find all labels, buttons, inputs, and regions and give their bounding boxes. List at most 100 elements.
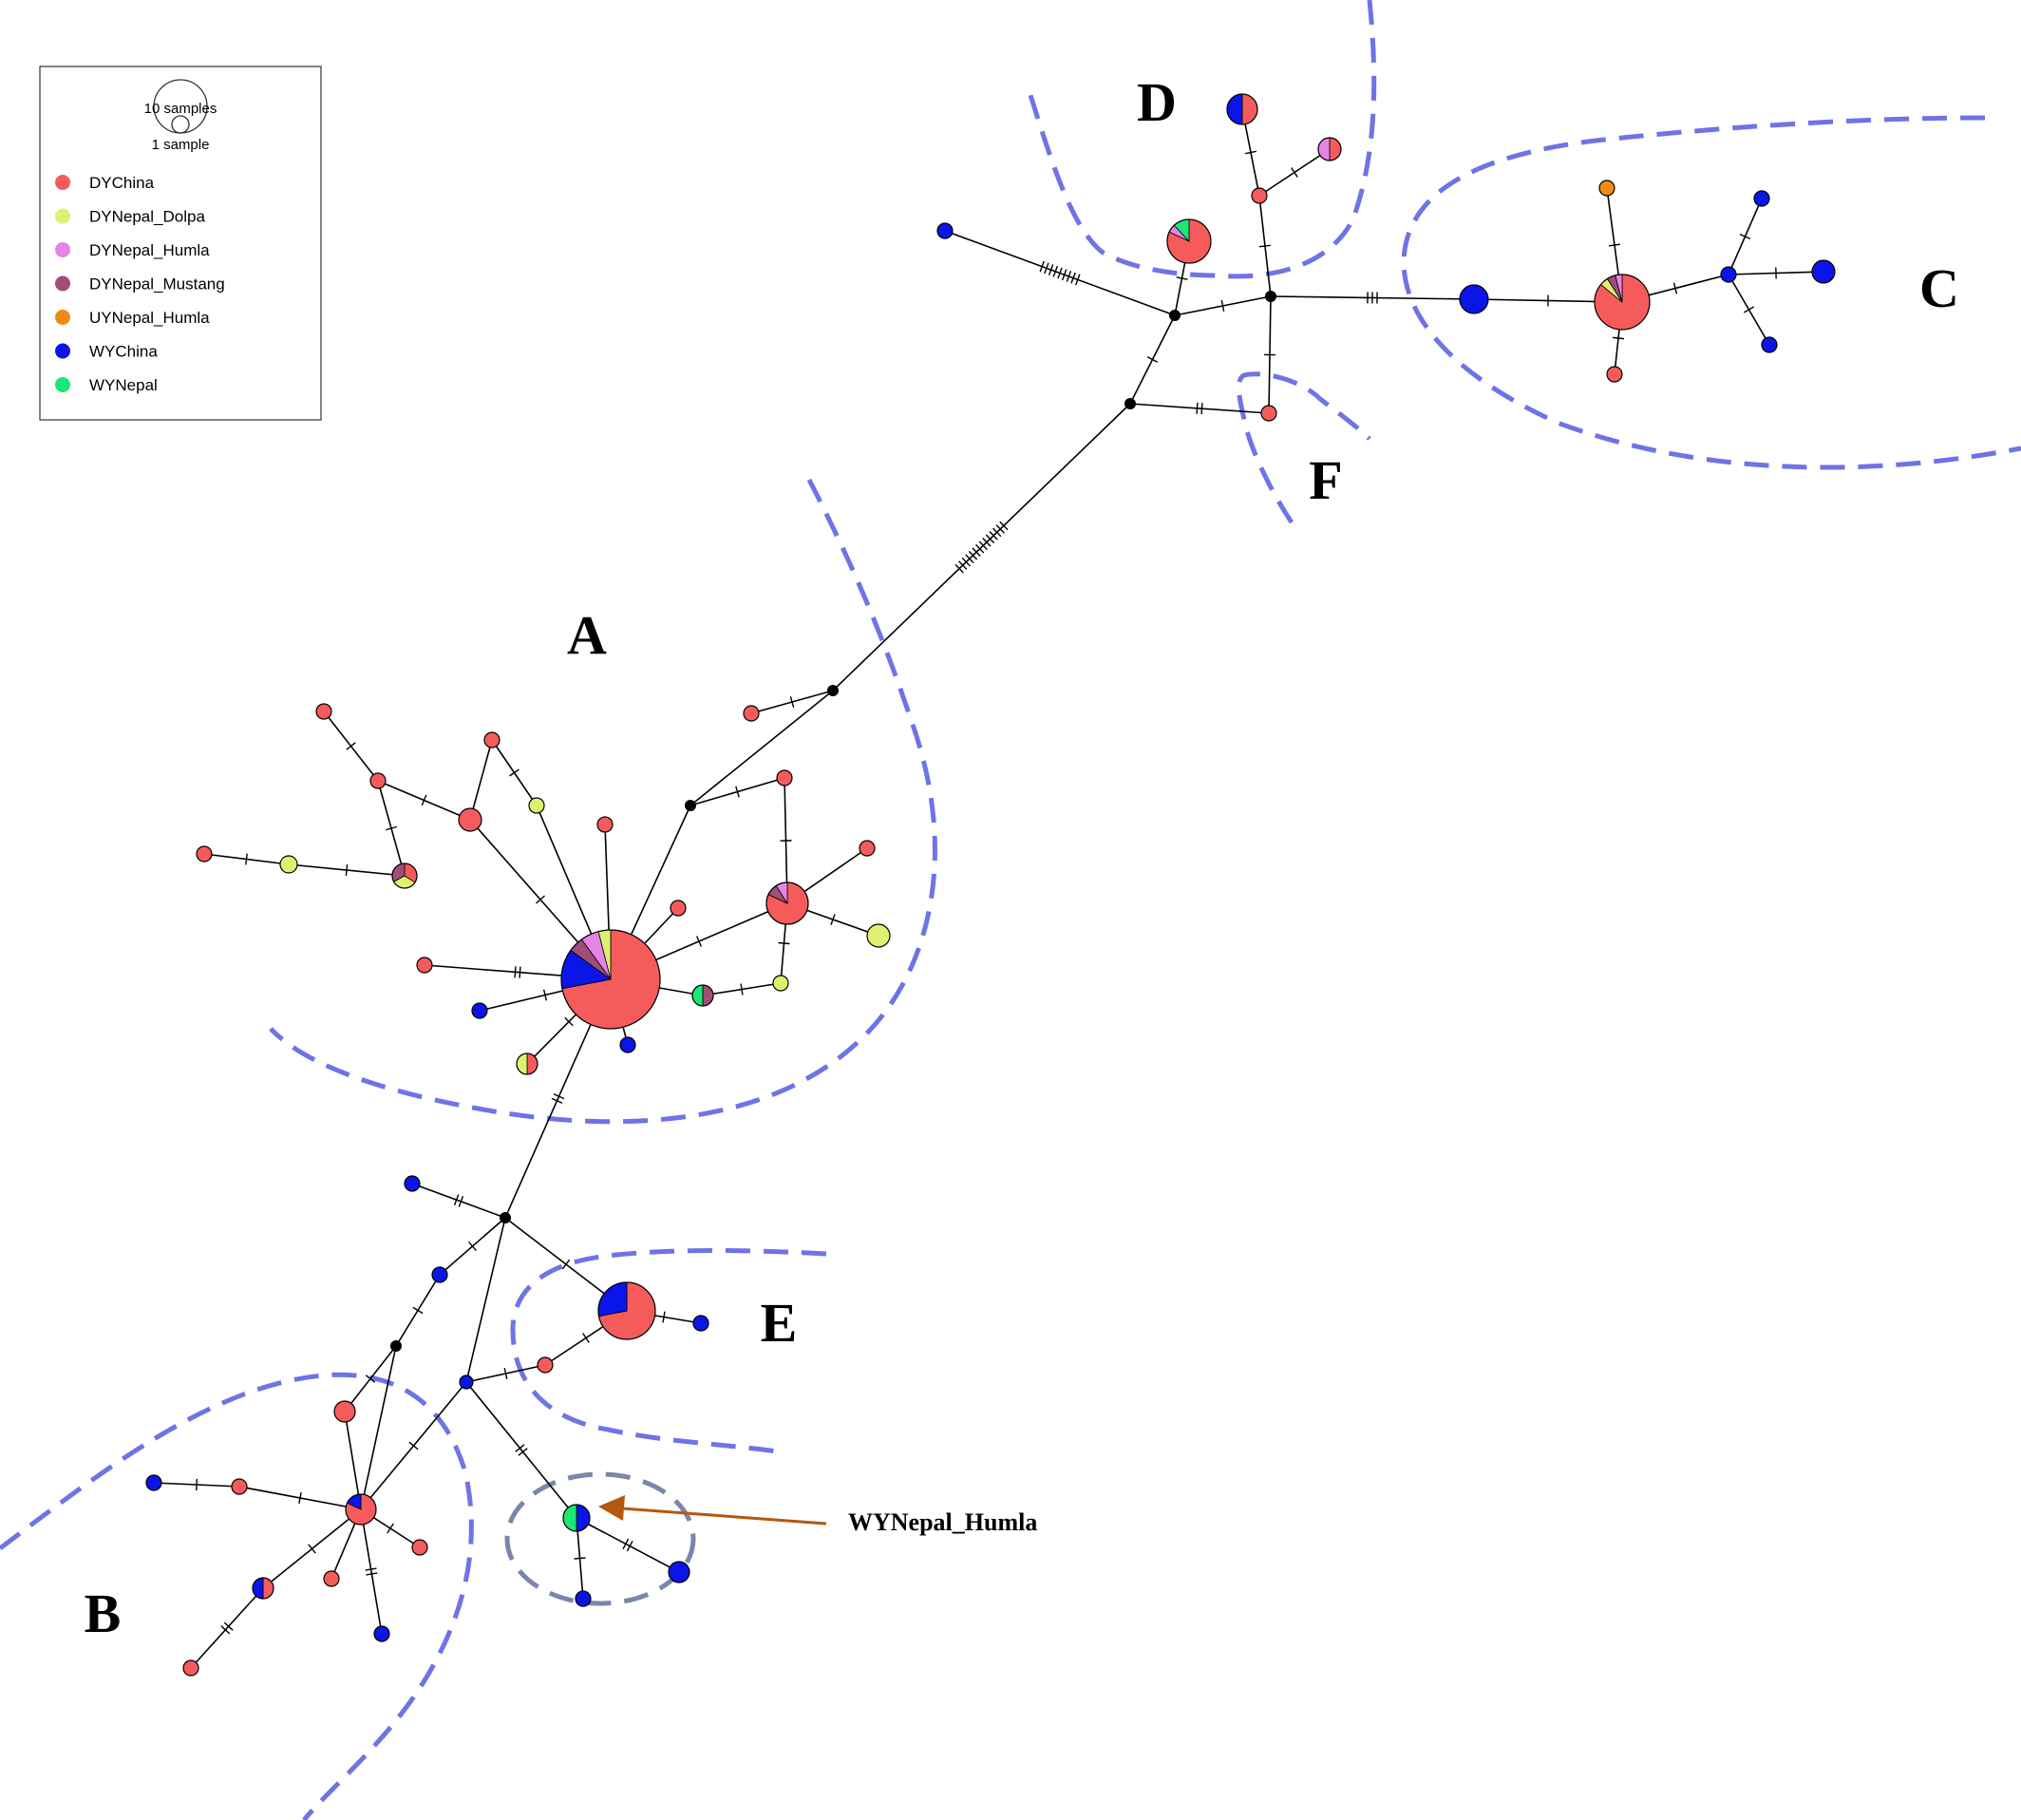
mutation-tick <box>514 966 517 978</box>
haplotype-outline <box>391 863 418 889</box>
pie-slice <box>702 984 714 1007</box>
mutation-tick <box>1048 264 1054 275</box>
network-edge <box>689 690 834 806</box>
median-vector <box>390 1340 402 1352</box>
legend-swatch-dynepal-dolpa <box>55 208 70 224</box>
cluster-label-b: B <box>85 1583 122 1644</box>
mutation-tick <box>789 696 795 708</box>
haplotype-node <box>516 1052 538 1075</box>
mutation-tick <box>345 863 349 877</box>
haplotype-node <box>765 882 809 925</box>
pie-slice <box>576 1504 591 1532</box>
mutation-tick <box>978 540 988 551</box>
pie-slice <box>516 1052 528 1075</box>
haplotype-circle <box>1598 180 1615 197</box>
mutation-tick <box>245 853 248 865</box>
haplotype-circle <box>231 1478 248 1495</box>
haplotype-circle <box>772 975 789 992</box>
haplotype-node <box>1606 366 1623 383</box>
haplotype-circle <box>668 1561 690 1583</box>
haplotype-node <box>668 1561 690 1583</box>
cluster-label-f: F <box>1309 449 1342 511</box>
haplotype-node <box>1166 218 1212 264</box>
haplotype-circle <box>483 731 501 749</box>
haplotype-node <box>333 1400 356 1423</box>
haplotype-node <box>182 1659 199 1677</box>
haplotype-outline <box>597 1281 656 1340</box>
haplotype-node <box>866 923 891 948</box>
boundary-b <box>0 1372 474 1820</box>
haplotype-circle <box>537 1356 554 1374</box>
haplotype-node <box>279 855 298 874</box>
mutation-tick <box>412 1306 424 1315</box>
haplotype-circle <box>1251 187 1268 204</box>
pie-slice <box>597 1281 628 1318</box>
mutation-tick <box>365 1374 376 1383</box>
mutation-tick <box>220 1625 231 1635</box>
mutation-tick <box>985 534 995 544</box>
haplotype-circle <box>575 1590 592 1607</box>
haplotype-node <box>196 845 213 863</box>
mutation-tick <box>519 966 521 978</box>
mutation-tick <box>196 1478 198 1491</box>
haplotype-circle <box>459 1374 474 1390</box>
mutation-tick <box>509 768 519 777</box>
legend-swatch-wynepal <box>55 377 70 392</box>
mutation-tick <box>574 1557 586 1560</box>
mutation-tick <box>1066 271 1072 282</box>
mutation-tick <box>740 983 744 995</box>
mutation-tick <box>662 1311 666 1323</box>
wynepal-humla-annotation: WYNepal_Humla <box>598 1495 1037 1536</box>
mutation-tick <box>408 1441 419 1450</box>
mutation-tick <box>582 1333 590 1343</box>
haplotype-circle <box>776 769 793 787</box>
haplotype-node <box>1761 336 1778 353</box>
haplotype-node <box>459 1374 474 1390</box>
haplotype-node <box>483 731 501 749</box>
mutation-tick <box>515 1444 525 1452</box>
mutation-tick <box>308 1544 316 1554</box>
mutation-tick <box>1608 243 1621 247</box>
haplotype-outline <box>765 882 809 925</box>
haplotype-circle <box>1260 405 1277 422</box>
haplotype-node <box>1459 284 1489 314</box>
mutation-tick <box>453 1194 460 1206</box>
network-edge <box>465 1217 506 1383</box>
legend-label: WYChina <box>89 343 158 361</box>
haplotype-node <box>1598 180 1615 197</box>
pie-slice <box>252 1577 264 1600</box>
haplotype-circle <box>1459 284 1489 314</box>
network-edge <box>411 1183 506 1219</box>
legend-box <box>39 66 322 421</box>
haplotype-node <box>471 1002 488 1019</box>
mutation-tick <box>975 543 985 554</box>
mutation-tick <box>468 1242 477 1251</box>
haplotype-node <box>1753 190 1770 207</box>
mutation-tick <box>622 1538 630 1549</box>
mutation-tick <box>954 563 964 574</box>
mutation-tick <box>1200 403 1203 415</box>
haplotype-node <box>596 816 614 833</box>
mutation-tick <box>1291 167 1298 178</box>
haplotype-node <box>1226 93 1258 125</box>
haplotype-node <box>537 1356 554 1374</box>
haplotype-node <box>597 1281 656 1340</box>
network-edge <box>465 1381 577 1519</box>
cluster-label-e: E <box>761 1292 798 1354</box>
haplotype-circle <box>373 1625 390 1642</box>
haplotype-outline <box>560 929 661 1030</box>
mutation-tick <box>1061 269 1067 281</box>
mutation-tick <box>1039 260 1045 273</box>
haplotype-circle <box>471 1002 488 1019</box>
haplotype-node <box>575 1590 592 1607</box>
median-vector <box>685 800 696 811</box>
pie-slice <box>562 1504 577 1532</box>
pie-slice <box>1241 93 1258 125</box>
haplotype-circle <box>196 845 213 863</box>
haplotype-node <box>345 1493 377 1526</box>
haplotype-node <box>619 1036 636 1053</box>
legend-swatch-uynepal-humla <box>55 310 70 325</box>
haplotype-outline <box>345 1493 377 1526</box>
haplotype-circle <box>411 1539 428 1556</box>
